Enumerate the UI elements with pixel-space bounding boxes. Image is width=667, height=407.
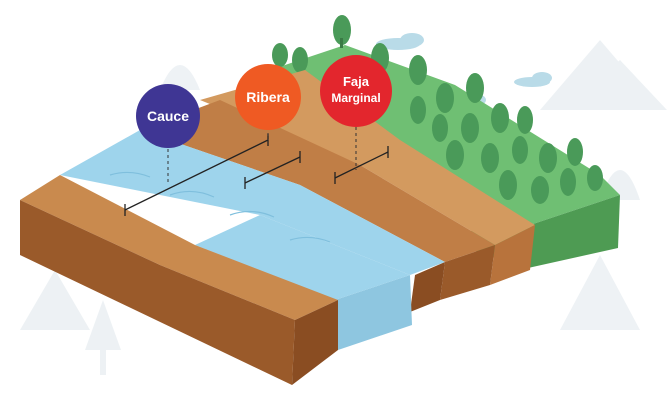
ribera-label-bubble: Ribera [235,64,301,130]
faja-label-line1: Faja [343,74,370,89]
front-bank [20,175,338,385]
background-decoration [20,40,667,375]
faja-marginal-label-bubble: Faja Marginal [320,55,392,127]
forest [272,15,603,204]
faja-label-line2: Marginal [331,91,380,105]
river [60,130,445,350]
ribera-strip [140,100,495,312]
ribera-label: Ribera [246,89,290,105]
cauce-label: Cauce [147,108,189,124]
cauce-label-bubble: Cauce [136,84,200,148]
